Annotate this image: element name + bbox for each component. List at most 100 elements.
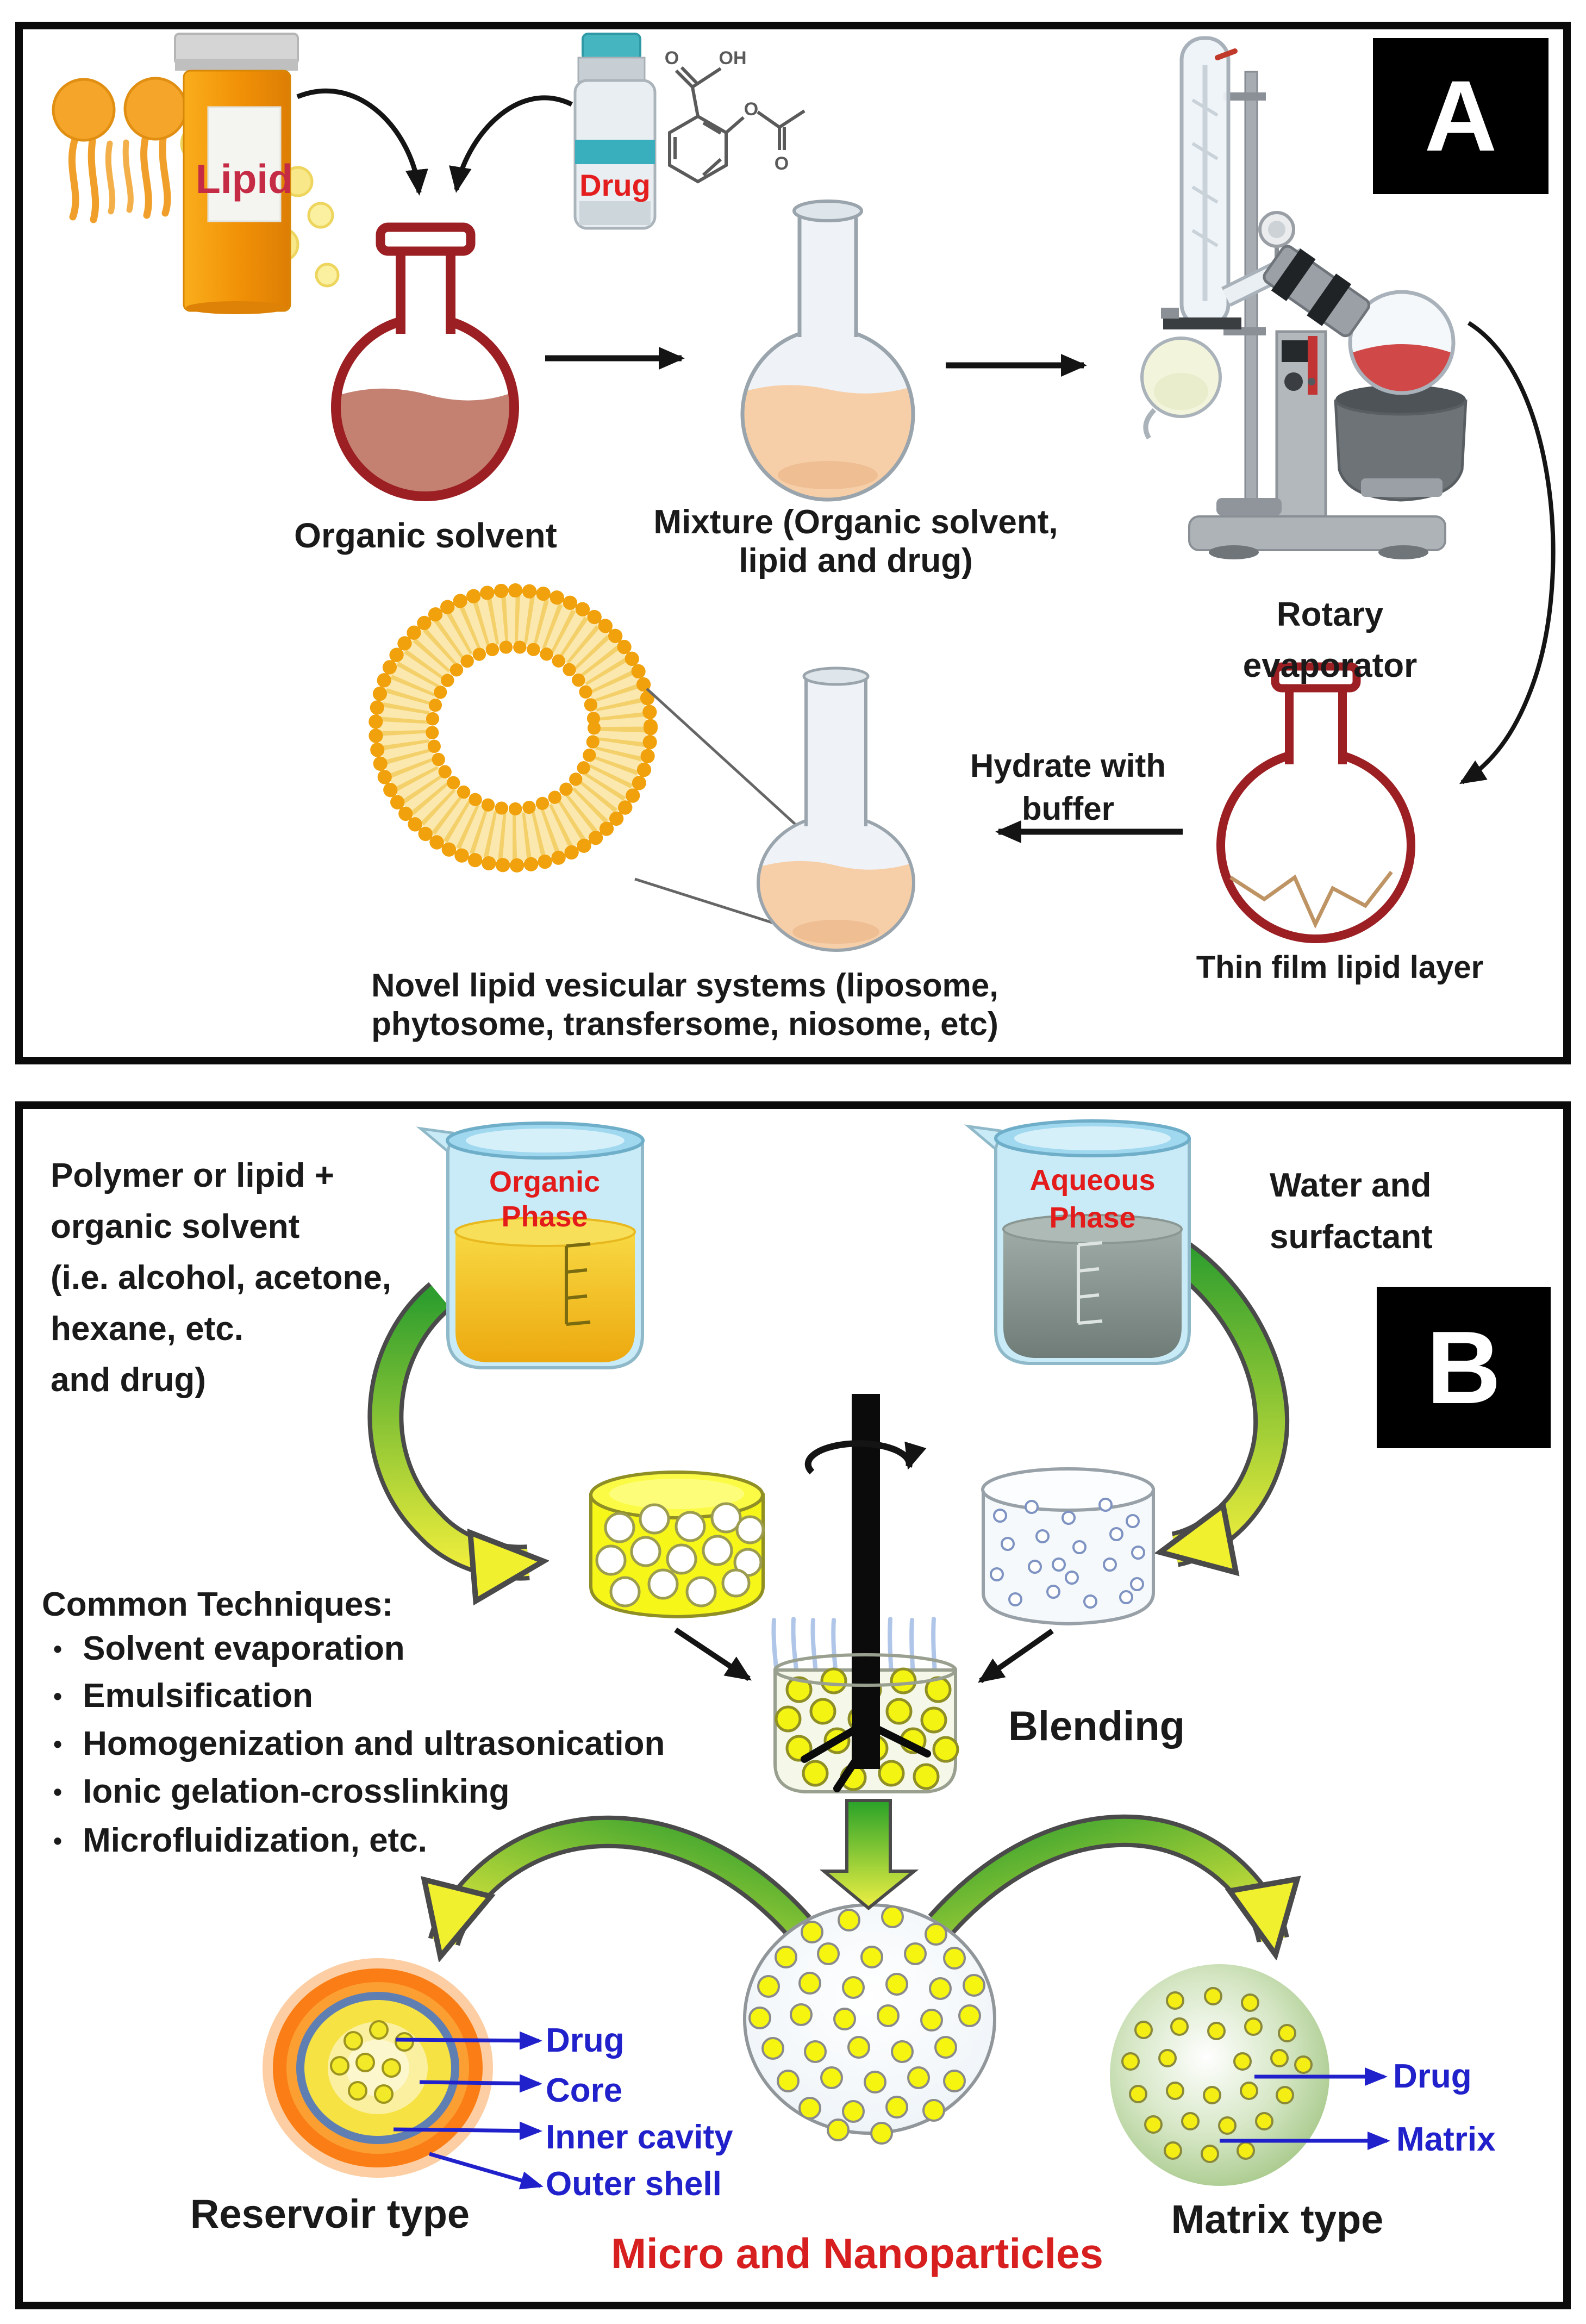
arc-arrow-to-reservoir [444, 1815, 811, 1942]
hydrate-label-line2: buffer [1022, 790, 1114, 827]
panel-a-illustration: O OH O O [52, 33, 1556, 952]
micro-droplets [990, 1498, 1145, 1609]
technique-item: •Emulsification [53, 1677, 313, 1715]
panel-a-badge: A [1373, 38, 1548, 194]
polymer-line-3: (i.e. alcohol, acetone, [51, 1259, 392, 1297]
organic-phase-beaker-icon [416, 1121, 645, 1369]
polymer-line-5: and drug) [51, 1361, 206, 1399]
panel-a-thin-film-hydration: O OH O O [15, 22, 1571, 1064]
novel-systems-label: Novel lipid vesicular systems (liposome,… [326, 966, 1044, 1043]
panel-a-badge-letter: A [1424, 60, 1497, 172]
drug-vial-icon [573, 33, 657, 230]
panel-b-badge-letter: B [1426, 1310, 1501, 1425]
aqueous-droplets-cylinder-icon [981, 1467, 1155, 1626]
technique-item: •Solvent evaporation [53, 1630, 405, 1667]
matrix-matrix-label: Matrix [1396, 2121, 1496, 2158]
bullet-icon: • [53, 1682, 63, 1710]
thin-film-flask-icon [1216, 662, 1415, 943]
hydrate-label-line1: Hydrate with [970, 747, 1166, 784]
nanoparticle-dots [748, 1905, 985, 2145]
blending-beaker-icon [773, 1394, 959, 1793]
beaker-ticks [1077, 1241, 1103, 1325]
rotary-label-line2: evaporator [1242, 647, 1418, 684]
mixture-flask-icon [740, 200, 915, 502]
organic-solvent-flask-icon [331, 222, 519, 501]
water-line2: surfactant [1270, 1218, 1433, 1256]
technique-item: •Homogenization and ultrasonication [53, 1725, 665, 1762]
water-line1: Water and [1270, 1167, 1432, 1204]
green-arrow-organic-to-emulsion [367, 1282, 528, 1563]
aqueous-phase-line1: Aqueous [1029, 1164, 1156, 1197]
atom-label: O [744, 99, 758, 120]
arrow-drug-to-flask [449, 95, 573, 193]
technique-item: •Ionic gelation-crosslinking [53, 1773, 510, 1810]
bullet-icon: • [53, 1827, 63, 1855]
atom-label: O [665, 48, 679, 68]
panel-b-illustration [263, 1119, 1390, 2190]
organic-phase-line1: Organic [489, 1166, 601, 1198]
aspirin-molecule-icon: O OH O O [665, 48, 806, 184]
arc-arrow-to-matrix [928, 1814, 1273, 1940]
drug-vial-label: Drug [579, 168, 651, 202]
lipid-bottle-label: Lipid [195, 156, 294, 202]
matrix-sphere-icon [1110, 1964, 1390, 2186]
micro-nano-title: Micro and Nanoparticles [611, 2229, 1103, 2277]
organic-phase-label: Organic Phase [445, 1164, 645, 1234]
rotation-arrow-icon [804, 1440, 927, 1475]
panel-b-badge: B [1377, 1287, 1551, 1448]
rotary-label-line1: Rotary [1276, 596, 1384, 633]
reservoir-core-label: Core [546, 2072, 623, 2109]
mixture-label-line2: lipid and drug) [739, 542, 973, 580]
thin-film-label: Thin film lipid layer [1196, 950, 1484, 985]
reservoir-inner-cavity-label: Inner cavity [546, 2119, 733, 2156]
magnifier-line [634, 877, 790, 930]
water-surfactant-label: Water and surfactant [1270, 1160, 1531, 1263]
polymer-text-block: Polymer or lipid + organic solvent (i.e.… [51, 1150, 681, 1406]
bullet-icon: • [53, 1778, 63, 1806]
polymer-line-1: Polymer or lipid + [51, 1157, 334, 1194]
reservoir-type-title: Reservoir type [190, 2191, 470, 2236]
polymer-line-2: organic solvent [51, 1208, 300, 1245]
bullet-icon: • [53, 1635, 63, 1663]
atom-label: OH [719, 48, 747, 68]
stirrer-propeller-icon [801, 1719, 931, 1792]
organic-solvent-label: Organic solvent [294, 516, 557, 555]
reservoir-drug-dots [330, 2020, 414, 2104]
arrow-emulsion-to-blend [674, 1627, 752, 1681]
arrow-rotovap-to-thinfilm [1459, 321, 1556, 784]
organic-phase-line2: Phase [501, 1200, 588, 1233]
emulsion-cylinder-icon [589, 1471, 765, 1619]
matrix-drug-label: Drug [1393, 2058, 1472, 2095]
aqueous-phase-line2: Phase [1049, 1201, 1136, 1234]
reservoir-outer-shell-label: Outer shell [546, 2165, 722, 2203]
atom-label: O [775, 153, 789, 174]
novel-label-line1: Novel lipid vesicular systems (liposome, [371, 967, 998, 1004]
arrow-droplets-to-blend [978, 1628, 1054, 1684]
micelle-lipid-icon [52, 77, 188, 223]
bullet-icon: • [53, 1730, 63, 1758]
hydrate-with-buffer-label: Hydrate with buffer [932, 744, 1204, 830]
magnifier-line [646, 688, 803, 831]
blending-label: Blending [1008, 1703, 1185, 1749]
arrow-lipid-to-flask [296, 88, 428, 196]
panel-b-micro-nanoparticles: B Polymer or lipid + organic solvent (i.… [15, 1101, 1571, 2309]
matrix-drug-dots [1121, 1987, 1313, 2163]
aqueous-phase-label: Aqueous Phase [994, 1162, 1191, 1237]
rotary-evaporator-icon [1140, 36, 1468, 559]
rotary-evaporator-label: Rotary evaporator [1167, 589, 1493, 691]
mixture-label-line1: Mixture (Organic solvent, [653, 503, 1058, 541]
vesicular-flask-icon [757, 666, 915, 952]
thin-film-line [1229, 870, 1393, 929]
liposome-ring-icon [369, 583, 658, 873]
emulsion-droplets [595, 1502, 765, 1608]
matrix-type-title: Matrix type [1171, 2197, 1384, 2242]
matrix-pointer-lines [1220, 2067, 1390, 2150]
stirrer-rod-icon [852, 1394, 880, 1769]
reservoir-drug-label: Drug [546, 2022, 625, 2059]
techniques-title: Common Techniques: [42, 1586, 394, 1623]
micro-nano-sphere-icon [743, 1903, 996, 2145]
reservoir-sphere-icon [263, 1958, 544, 2190]
technique-item: •Microfluidization, etc. [53, 1822, 427, 1859]
down-arrow-blend-to-particles [819, 1799, 919, 1910]
reservoir-pointer-lines [393, 2031, 544, 2190]
